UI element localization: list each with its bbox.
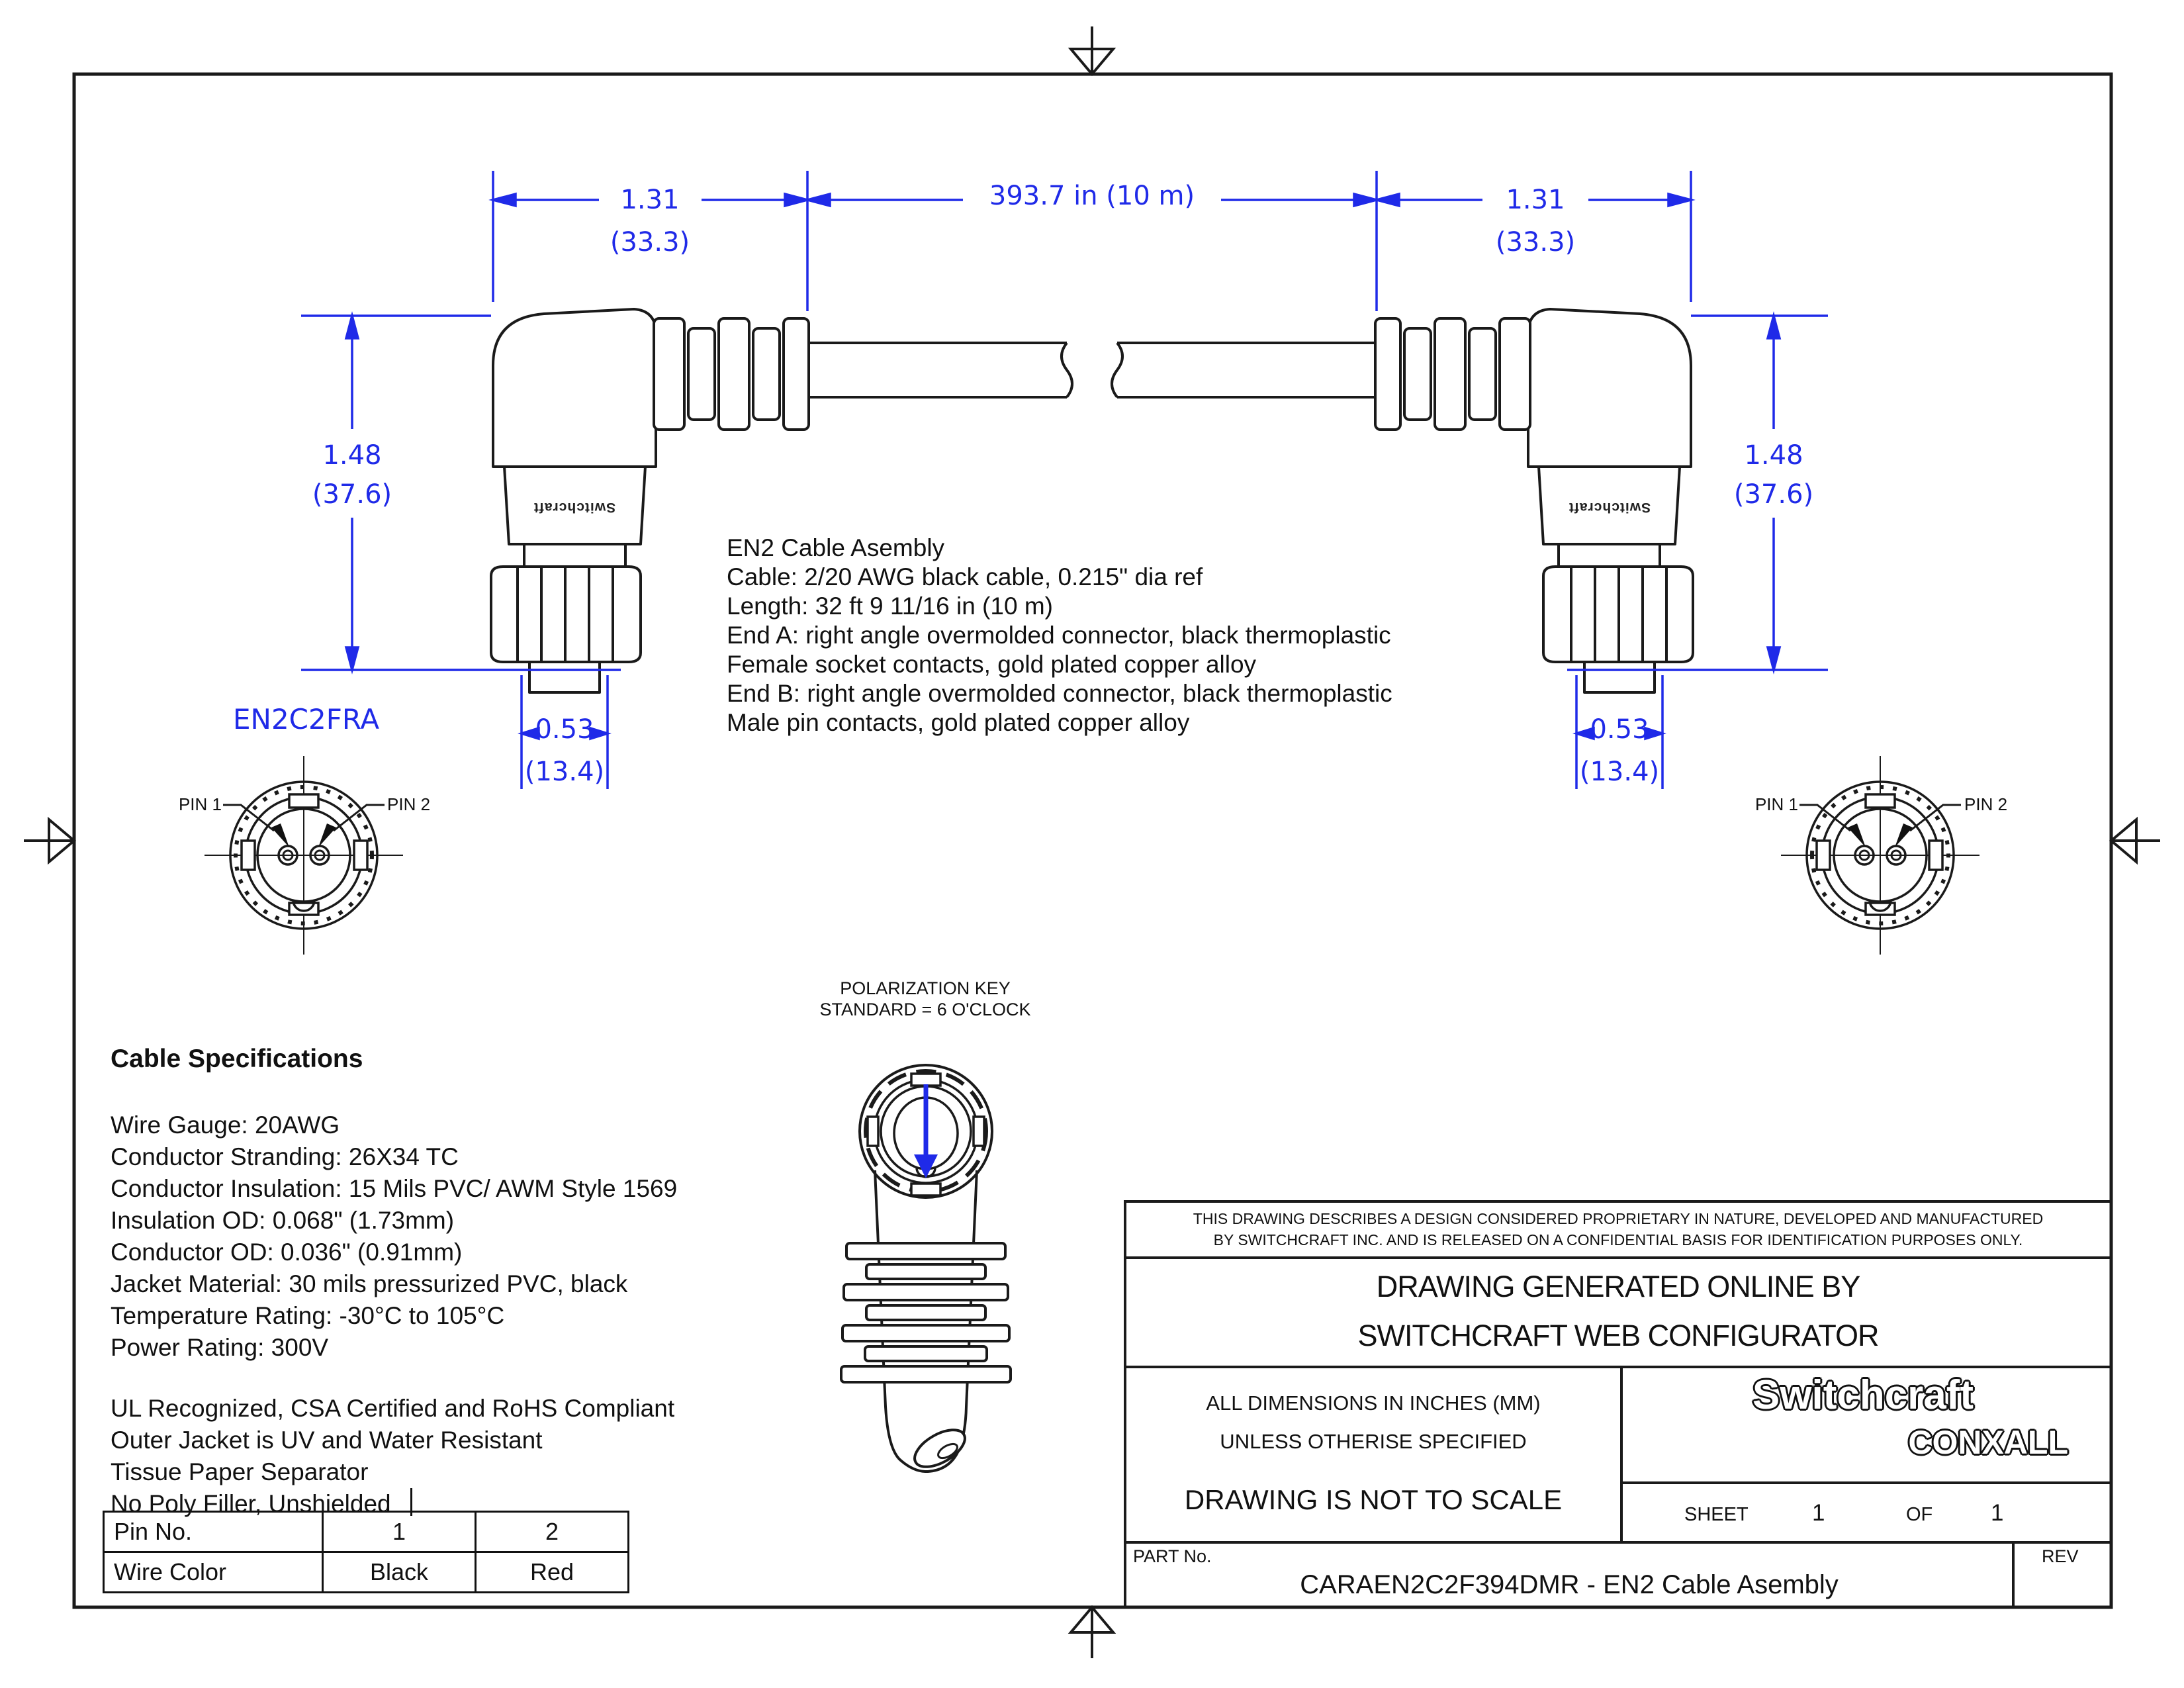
spec-note: Tissue Paper Separator <box>111 1458 369 1485</box>
part-number: CARAEN2C2F394DMR - EN2 Cable Asembly <box>1300 1570 1839 1599</box>
table-row: Wire Color Black Red <box>103 1551 629 1593</box>
dim-end-b-length-mm: (33.3) <box>1495 227 1576 258</box>
pin-1-cell: 1 <box>322 1511 477 1553</box>
wire-color-1: Black <box>322 1551 477 1593</box>
polarization-key-view <box>840 1064 1012 1474</box>
spec-line: Power Rating: 300V <box>111 1334 329 1361</box>
generated-by-line2: SWITCHCRAFT WEB CONFIGURATOR <box>1357 1319 1880 1352</box>
dim-stub-right-mm: (13.4) <box>1579 757 1660 787</box>
center-mark-bottom <box>1068 1605 1116 1634</box>
not-to-scale-note: DRAWING IS NOT TO SCALE <box>1184 1484 1563 1515</box>
rev-label: REV <box>2042 1546 2079 1566</box>
spec-line: Conductor Stranding: 26X34 TC <box>111 1143 459 1170</box>
description-line: End B: right angle overmolded connector,… <box>727 680 1392 707</box>
proprietary-note-line2: BY SWITCHCRAFT INC. AND IS RELEASED ON A… <box>1213 1231 2023 1248</box>
sheet-label: SHEET <box>1684 1504 1749 1525</box>
spec-line: Wire Gauge: 20AWG <box>111 1111 340 1139</box>
pin-wire-table: Pin No. 1 2 Wire Color Black Red <box>103 1511 629 1593</box>
pin2-label-left: PIN 2 <box>387 794 431 814</box>
description-line: End A: right angle overmolded connector,… <box>727 622 1391 649</box>
wire-color-header: Wire Color <box>103 1551 324 1593</box>
pin-no-header: Pin No. <box>103 1511 324 1553</box>
spec-note: Outer Jacket is UV and Water Resistant <box>111 1427 543 1454</box>
title-block-grid <box>1124 1200 2113 1609</box>
center-mark-top <box>1068 48 1116 77</box>
description-line: Male pin contacts, gold plated copper al… <box>727 709 1190 736</box>
description-line: EN2 Cable Asembly <box>727 534 945 561</box>
part-no-label: PART No. <box>1133 1546 1212 1566</box>
center-mark-left <box>48 816 77 865</box>
connector-side-view <box>490 308 1073 694</box>
proprietary-note-line1: THIS DRAWING DESCRIBES A DESIGN CONSIDER… <box>1193 1210 2044 1227</box>
spec-line: Conductor Insulation: 15 Mils PVC/ AWM S… <box>111 1175 678 1202</box>
dim-end-a-length-mm: (33.3) <box>610 227 690 258</box>
connector-face-view <box>205 756 403 955</box>
spec-line: Temperature Rating: -30°C to 105°C <box>111 1302 505 1329</box>
dim-end-b-length: 1.31 <box>1506 185 1565 215</box>
pin2-label-right: PIN 2 <box>1964 794 2008 814</box>
spec-note: UL Recognized, CSA Certified and RoHS Co… <box>111 1395 675 1422</box>
units-note-line2: UNLESS OTHERISE SPECIFIED <box>1220 1430 1527 1453</box>
connector-brand-left: Switchcraft <box>533 500 616 515</box>
units-note-line1: ALL DIMENSIONS IN INCHES (MM) <box>1206 1391 1541 1415</box>
pin1-label-left: PIN 1 <box>178 794 222 814</box>
dim-stub-left-mm: (13.4) <box>524 757 605 787</box>
dim-height-right: 1.48 <box>1744 440 1803 471</box>
pin-2-cell: 2 <box>475 1511 629 1553</box>
description-line: Cable: 2/20 AWG black cable, 0.215" dia … <box>727 563 1203 590</box>
description-line: Length: 32 ft 9 11/16 in (10 m) <box>727 592 1053 620</box>
cable-specs-heading: Cable Specifications <box>111 1045 363 1073</box>
spec-line: Conductor OD: 0.036" (0.91mm) <box>111 1239 463 1266</box>
polarization-note-line1: POLARIZATION KEY <box>840 978 1011 998</box>
spec-line: Insulation OD: 0.068" (1.73mm) <box>111 1207 455 1234</box>
connector-brand-right: Switchcraft <box>1568 500 1651 515</box>
sheet-number: 1 <box>1812 1500 1825 1526</box>
dim-stub-right: 0.53 <box>1590 714 1649 745</box>
text-cursor <box>410 1488 412 1516</box>
polarization-note-line2: STANDARD = 6 O'CLOCK <box>819 1000 1031 1019</box>
dim-height-left: 1.48 <box>322 440 382 471</box>
description-line: Female socket contacts, gold plated copp… <box>727 651 1257 678</box>
pin1-label-right: PIN 1 <box>1754 794 1798 814</box>
part-label: EN2C2FRA <box>233 703 380 735</box>
dim-stub-left: 0.53 <box>535 714 594 745</box>
wire-color-2: Red <box>475 1551 629 1593</box>
dim-cable-length: 393.7 in (10 m) <box>989 181 1195 211</box>
switchcraft-logo: Switchcraft <box>1752 1372 1974 1418</box>
conxall-logo: CONXALL <box>1908 1424 2068 1461</box>
dim-end-a-length: 1.31 <box>620 185 680 215</box>
sheet-total: 1 <box>1991 1500 2004 1526</box>
dimension-lines <box>301 171 1828 789</box>
of-label: OF <box>1906 1504 1933 1525</box>
spec-line: Jacket Material: 30 mils pressurized PVC… <box>111 1270 628 1297</box>
dim-height-left-mm: (37.6) <box>312 479 392 510</box>
center-mark-right <box>2109 816 2138 865</box>
table-row: Pin No. 1 2 <box>103 1511 629 1553</box>
dim-height-right-mm: (37.6) <box>1733 479 1814 510</box>
generated-by-line1: DRAWING GENERATED ONLINE BY <box>1376 1270 1861 1303</box>
